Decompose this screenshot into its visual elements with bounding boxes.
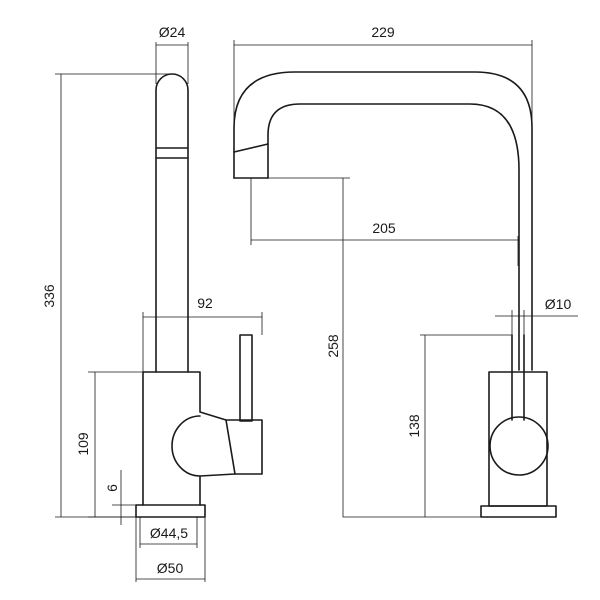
front-view: 229 205 258 138 Ø10 [233, 24, 578, 518]
side-spout-band [156, 147, 188, 159]
front-lever-rod [511, 334, 525, 421]
front-body [488, 371, 548, 507]
dim-spout-diameter: Ø24 [155, 24, 189, 84]
dim-base-thickness: 6 [104, 470, 136, 525]
dim-outlet-height: 258 [268, 177, 481, 518]
svg-text:Ø10: Ø10 [545, 296, 572, 312]
svg-text:205: 205 [372, 220, 396, 236]
svg-text:Ø50: Ø50 [157, 560, 184, 576]
dim-spout-reach: 205 [250, 178, 519, 266]
svg-text:Ø24: Ø24 [159, 24, 186, 40]
svg-text:229: 229 [371, 24, 395, 40]
front-spout-outlet [233, 143, 269, 179]
dim-overall-height: 336 [41, 73, 172, 518]
dim-base-outer-diameter: Ø50 [135, 517, 206, 582]
side-lever-block [225, 419, 263, 475]
svg-text:258: 258 [325, 334, 341, 358]
svg-text:Ø44,5: Ø44,5 [150, 525, 188, 541]
svg-text:109: 109 [75, 432, 91, 456]
dim-body-front-height: 138 [406, 334, 512, 517]
side-body [142, 371, 236, 506]
svg-text:336: 336 [41, 284, 57, 308]
dim-lever-reach: 92 [142, 295, 263, 372]
front-valve-circle [489, 416, 549, 476]
side-spout-column [155, 73, 189, 373]
side-lever-rod [239, 334, 253, 422]
front-base-plate [480, 505, 557, 518]
dim-spout-reach-total: 229 [233, 24, 533, 122]
svg-text:92: 92 [197, 295, 213, 311]
front-spout [233, 71, 533, 371]
svg-text:138: 138 [406, 414, 422, 438]
side-base-plate [135, 504, 206, 518]
dim-lever-diameter: Ø10 [495, 296, 578, 335]
side-valve-circle [171, 415, 201, 477]
side-view: Ø24 336 92 109 6 Ø44,5 Ø50 [41, 24, 263, 582]
dim-body-height: 109 [75, 371, 143, 518]
dim-base-inner-diameter: Ø44,5 [139, 517, 198, 548]
svg-text:6: 6 [104, 484, 120, 492]
